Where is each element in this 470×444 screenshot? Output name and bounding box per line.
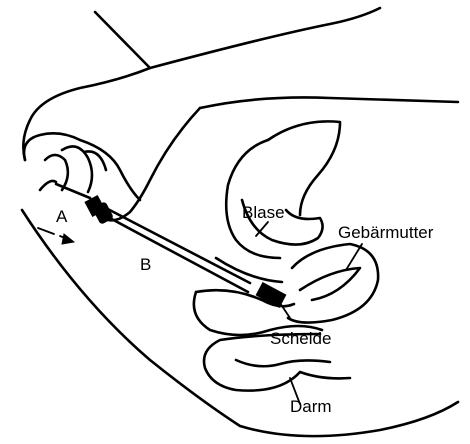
thigh-outline bbox=[23, 68, 150, 160]
syringe-plunger-tip bbox=[56, 184, 90, 198]
label-bladder: Blase bbox=[242, 203, 285, 222]
uterus-pointer bbox=[346, 244, 362, 270]
direction-arrow-head bbox=[62, 234, 74, 244]
bladder-outline bbox=[226, 121, 340, 258]
label-bowel: Darm bbox=[290, 397, 332, 416]
uterus-outline bbox=[288, 244, 378, 323]
hand-outline bbox=[24, 108, 200, 220]
label-vagina: Scheide bbox=[270, 329, 331, 348]
vagina-pointer bbox=[278, 300, 290, 318]
bowel-inner bbox=[236, 360, 330, 366]
label-uterus: Gebärmutter bbox=[338, 223, 434, 242]
uterus-cavity bbox=[300, 268, 360, 300]
label-a: A bbox=[56, 207, 68, 226]
upper-body-outline bbox=[95, 8, 380, 68]
index-finger bbox=[40, 181, 56, 190]
abdomen-outline bbox=[200, 97, 458, 108]
hand-fingers bbox=[45, 146, 106, 192]
syringe-barrel-lower bbox=[106, 216, 248, 292]
label-b: B bbox=[140, 255, 151, 274]
